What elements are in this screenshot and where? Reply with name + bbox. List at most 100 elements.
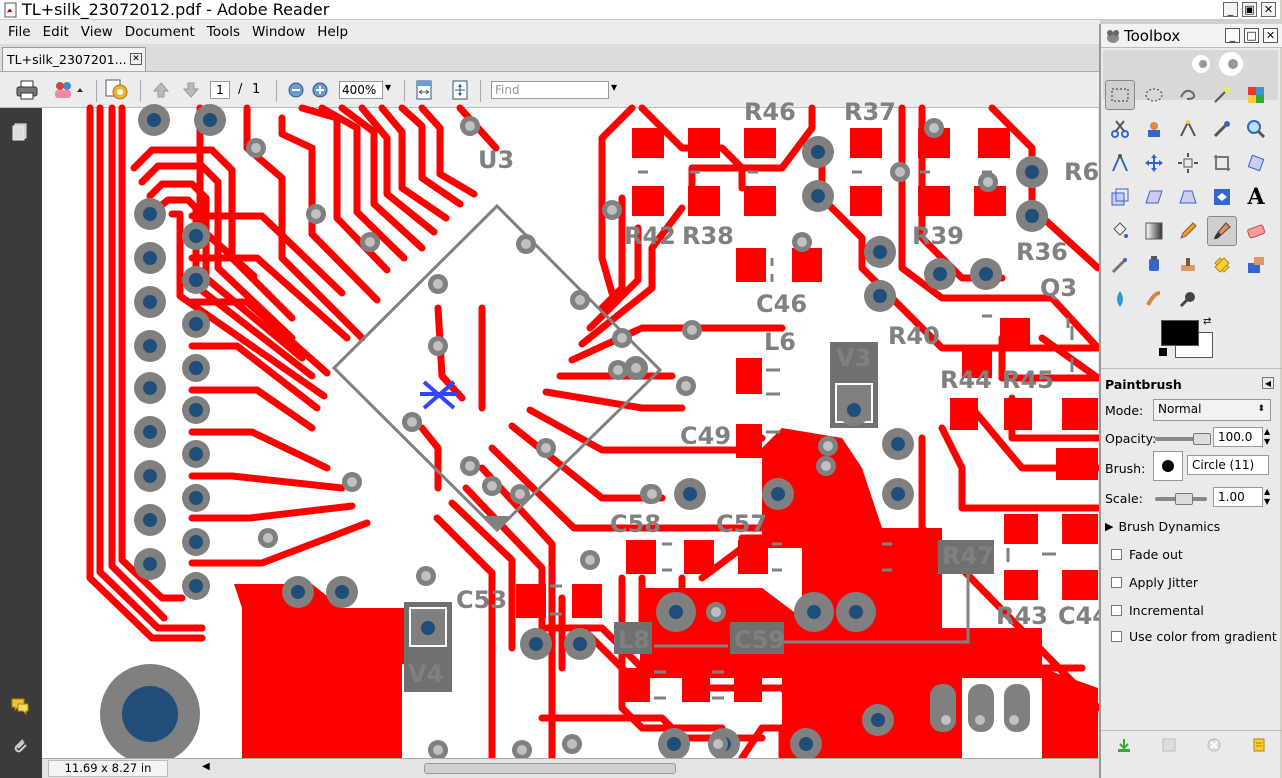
- crop-tool-icon[interactable]: [1207, 148, 1237, 178]
- restore-options-icon[interactable]: [1161, 737, 1177, 753]
- toolbox-minimize-icon[interactable]: _: [1225, 28, 1240, 43]
- menu-tools[interactable]: Tools: [206, 24, 241, 40]
- restore-icon[interactable]: ▣: [1242, 2, 1257, 17]
- blend-tool-icon[interactable]: [1139, 216, 1169, 246]
- scissors-tool-icon[interactable]: [1105, 114, 1135, 144]
- flip-tool-icon[interactable]: [1207, 182, 1237, 212]
- opacity-input[interactable]: 100.0: [1213, 427, 1263, 447]
- mode-select[interactable]: Normal ⬍: [1153, 399, 1271, 421]
- perspective-tool-icon[interactable]: [1173, 182, 1203, 212]
- previous-page-button[interactable]: [150, 80, 172, 100]
- opacity-slider-knob[interactable]: [1193, 433, 1211, 445]
- brush-name-field[interactable]: Circle (11): [1187, 455, 1269, 475]
- comments-icon[interactable]: [10, 696, 30, 716]
- scale-tool-icon[interactable]: [1105, 182, 1135, 212]
- reset-options-icon[interactable]: [1251, 737, 1267, 753]
- scale-input[interactable]: 1.00: [1213, 487, 1263, 507]
- ink-tool-icon[interactable]: [1139, 250, 1169, 280]
- apply-jitter-checkbox[interactable]: Apply Jitter: [1111, 575, 1198, 590]
- pcb-via: [194, 104, 226, 136]
- menu-document[interactable]: Document: [124, 24, 195, 40]
- bucket-fill-tool-icon[interactable]: [1105, 216, 1135, 246]
- horizontal-scrollbar[interactable]: ◀: [202, 761, 1100, 777]
- text-tool-icon[interactable]: A: [1247, 184, 1265, 210]
- opacity-spinner-icon[interactable]: ▲▼: [1264, 427, 1271, 446]
- pdf-file-icon: [4, 2, 17, 17]
- zoom-out-button[interactable]: [288, 80, 304, 100]
- menu-help[interactable]: Help: [317, 24, 349, 40]
- opacity-slider-track[interactable]: [1155, 437, 1207, 441]
- horizontal-scroll-thumb[interactable]: [424, 763, 676, 774]
- foreground-select-tool-icon[interactable]: [1139, 114, 1169, 144]
- default-colors-icon[interactable]: [1159, 348, 1167, 356]
- chevron-down-icon[interactable]: ▼: [385, 83, 392, 92]
- pcb-via: [134, 548, 166, 580]
- secure-button[interactable]: [104, 79, 130, 100]
- measure-tool-icon[interactable]: [1105, 148, 1135, 178]
- swap-colors-icon[interactable]: ⇄: [1203, 316, 1212, 327]
- dodge-burn-tool-icon[interactable]: [1173, 284, 1203, 314]
- brush-preview-button[interactable]: [1153, 451, 1183, 481]
- close-window-icon[interactable]: ✕: [1261, 2, 1276, 17]
- delete-options-icon[interactable]: [1206, 737, 1222, 753]
- magnify-tool-icon[interactable]: [1241, 114, 1271, 144]
- pcb-via: [182, 572, 210, 600]
- fade-out-checkbox[interactable]: Fade out: [1111, 547, 1183, 562]
- align-tool-icon[interactable]: [1173, 148, 1203, 178]
- color-picker-tool-icon[interactable]: [1207, 114, 1237, 144]
- zoom-level-select[interactable]: 400%: [339, 81, 383, 99]
- foreground-color-swatch[interactable]: [1161, 320, 1199, 346]
- heal-tool-icon[interactable]: [1207, 250, 1237, 280]
- use-color-from-gradient-checkbox[interactable]: Use color from gradient: [1111, 629, 1277, 644]
- scale-spinner-icon[interactable]: ▲▼: [1264, 487, 1271, 506]
- fuzzy-select-tool-icon[interactable]: [1207, 80, 1237, 110]
- page-number-input[interactable]: 1: [210, 81, 230, 99]
- tool-options-menu-icon[interactable]: ◀: [1262, 377, 1274, 389]
- incremental-checkbox[interactable]: Incremental: [1111, 603, 1204, 618]
- find-options-chevron-icon[interactable]: ▼: [611, 83, 618, 92]
- clone-tool-icon[interactable]: [1173, 250, 1203, 280]
- collaborate-button[interactable]: [50, 80, 88, 100]
- color-swatches: ⇄: [1159, 316, 1219, 362]
- pcb-label-r44: R44: [940, 366, 992, 394]
- menu-edit[interactable]: Edit: [42, 24, 69, 40]
- rotate-tool-icon[interactable]: [1241, 148, 1271, 178]
- fit-width-button[interactable]: [414, 80, 434, 100]
- fit-page-button[interactable]: [450, 80, 470, 100]
- pages-icon[interactable]: [10, 122, 30, 142]
- blur-tool-icon[interactable]: [1105, 284, 1135, 314]
- print-button[interactable]: [14, 80, 40, 100]
- free-select-tool-icon[interactable]: [1173, 80, 1203, 110]
- next-page-button[interactable]: [180, 80, 202, 100]
- brush-dynamics-expander[interactable]: ▶ Brush Dynamics: [1105, 519, 1220, 534]
- paths-tool-icon[interactable]: [1173, 114, 1203, 144]
- menu-view[interactable]: View: [80, 24, 113, 40]
- save-options-icon[interactable]: [1116, 737, 1132, 753]
- eraser-tool-icon[interactable]: [1241, 216, 1271, 246]
- document-tab[interactable]: TL+silk_2307201... ✕: [2, 47, 146, 71]
- move-tool-icon[interactable]: [1139, 148, 1169, 178]
- paintbrush-tool-icon[interactable]: [1207, 216, 1237, 246]
- toolbox-maximize-icon[interactable]: □: [1244, 28, 1259, 43]
- menu-file[interactable]: File: [8, 24, 31, 40]
- toolbox-close-icon[interactable]: ✕: [1263, 28, 1278, 43]
- perspective-clone-tool-icon[interactable]: [1241, 250, 1271, 280]
- minimize-icon[interactable]: _: [1223, 2, 1238, 17]
- airbrush-tool-icon[interactable]: [1105, 250, 1135, 280]
- zoom-in-button[interactable]: [312, 80, 328, 100]
- incremental-label: Incremental: [1129, 603, 1204, 618]
- attachment-paperclip-icon[interactable]: [10, 736, 30, 756]
- ellipse-select-tool-icon[interactable]: [1139, 80, 1169, 110]
- pencil-tool-icon[interactable]: [1173, 216, 1203, 246]
- scroll-left-arrow-icon[interactable]: ◀: [202, 761, 210, 772]
- rect-select-tool-icon[interactable]: [1105, 80, 1135, 110]
- shear-tool-icon[interactable]: [1139, 182, 1169, 212]
- close-tab-icon[interactable]: ✕: [130, 53, 142, 65]
- pcb-label-r6: R6: [1064, 158, 1099, 186]
- select-by-color-tool-icon[interactable]: [1241, 80, 1271, 110]
- smudge-tool-icon[interactable]: [1139, 284, 1169, 314]
- menu-window[interactable]: Window: [252, 24, 306, 40]
- scale-slider-knob[interactable]: [1175, 493, 1193, 505]
- find-input[interactable]: Find: [491, 81, 609, 99]
